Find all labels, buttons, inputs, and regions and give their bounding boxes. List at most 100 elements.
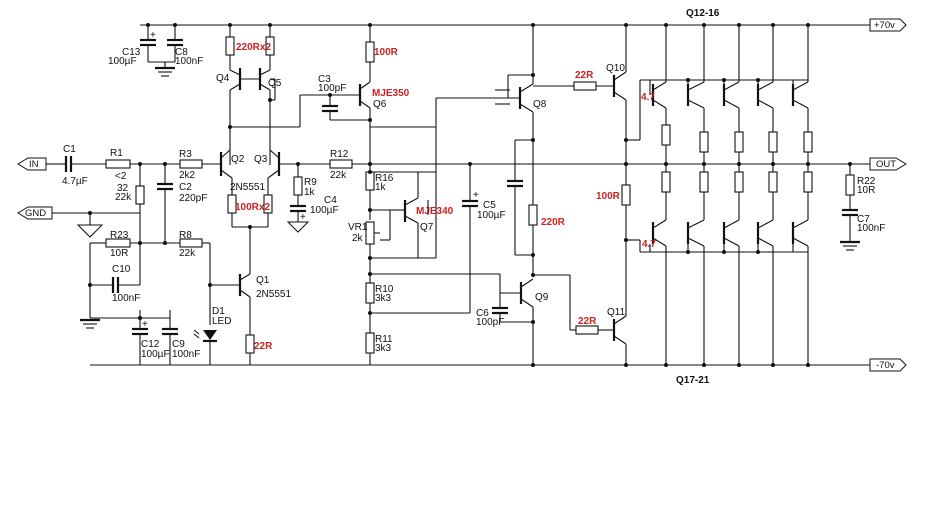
c8-label: C8 [175, 47, 188, 58]
r22-bot-label: 22R [578, 316, 597, 327]
c1-value: 4.7µF [62, 176, 88, 187]
r1-resistor: R1 <2 [105, 148, 180, 182]
ground-symbol-1 [76, 213, 104, 238]
output-stage-bottom [649, 164, 813, 365]
c9-capacitor: C9 100nF [162, 310, 200, 365]
q7-transistor: MJE340 Q7 [390, 172, 454, 258]
q9-transistor: Q9 [499, 274, 549, 365]
c4-capacitor: + C4 100µF [286, 195, 339, 233]
r16-label: R16 [375, 173, 394, 184]
r11-value: 3k3 [375, 343, 392, 354]
q6-part: MJE350 [372, 88, 410, 99]
r47-bot-label: 4.7 [642, 239, 656, 250]
r22-zobel-resistor: R22 10R [845, 174, 876, 210]
r3-label: R3 [179, 149, 192, 160]
r22-label: R22 [857, 176, 876, 187]
r3-resistor: R3 2k2 [179, 149, 219, 181]
c2-label: C2 [179, 182, 192, 193]
r23-label: R23 [110, 230, 129, 241]
input-port-label: IN [29, 159, 39, 170]
q7-label: Q7 [420, 222, 434, 233]
vr1-label: VR1 [348, 222, 368, 233]
q4-transistor: Q4 [216, 68, 242, 165]
r-100r-top-label: 100R [374, 47, 399, 58]
c6-capacitor: C6 100pF [476, 293, 533, 328]
c7-capacitor: C7 100nF [840, 208, 885, 251]
r-q45-label: 220Rx2 [236, 42, 271, 53]
r-100r-mid-resistor: 100R [596, 184, 631, 290]
q19-transistor [722, 164, 744, 365]
r-q5-resistor [265, 25, 275, 70]
svg-text:+: + [142, 319, 148, 330]
c6-value: 100pF [476, 317, 504, 328]
q10-label: Q10 [606, 63, 625, 74]
c7-value: 100nF [857, 223, 885, 234]
ground-symbol-3 [155, 62, 175, 77]
r8-resistor: R8 22k [179, 230, 210, 259]
r11-label: R11 [375, 334, 393, 345]
q14-transistor [722, 25, 744, 164]
r32-value: 22k [115, 192, 132, 203]
r10-resistor: R10 3k3 [365, 282, 394, 304]
r9-label: R9 [304, 177, 317, 188]
r9-value: 1k [304, 187, 316, 198]
group-top-label: Q12-16 [686, 8, 720, 19]
r11-resistor: R11 3k3 [365, 332, 393, 365]
ground-port: GND [17, 206, 140, 220]
d1-label: D1 [212, 306, 225, 317]
q21-transistor [791, 164, 813, 365]
r23-resistor: R23 10R [90, 230, 180, 259]
group-bottom-label: Q17-21 [676, 375, 710, 386]
r9-resistor: R9 1k [293, 164, 317, 205]
r10-value: 3k3 [375, 293, 392, 304]
c4-label: C4 [324, 195, 337, 206]
r47-top-label: 4.7 [641, 92, 655, 103]
r8-value: 22k [179, 248, 196, 259]
q3-transistor: Q3 [254, 149, 330, 227]
input-port: IN [17, 157, 62, 171]
c10-label: C10 [112, 264, 131, 275]
q20-transistor [756, 164, 778, 365]
r-100rx2-resistors: 100Rx2 [227, 194, 273, 214]
r-220r-resistor: 220R [528, 204, 566, 275]
c3-value: 100pF [318, 83, 346, 94]
c12-value: 100µF [141, 349, 170, 360]
r-100rx2-label: 100Rx2 [235, 202, 270, 213]
q1-transistor: Q1 2N5551 [238, 225, 291, 335]
c8-capacitor: C8 100nF [167, 25, 203, 67]
c13-value: 100µF [108, 56, 137, 67]
q2-label: Q2 [231, 154, 245, 165]
c13-capacitor: + C13 100µF [108, 25, 156, 67]
q11-label: Q11 [607, 307, 626, 318]
c9-value: 100nF [172, 349, 200, 360]
q7-part: MJE340 [416, 206, 454, 217]
q13-transistor [686, 25, 709, 164]
q23-part: 2N5551 [230, 182, 265, 193]
q12-transistor [649, 25, 671, 164]
c7-label: C7 [857, 214, 870, 225]
q4-label: Q4 [216, 73, 230, 84]
ground-symbol-2 [80, 318, 100, 329]
q8-label: Q8 [533, 99, 547, 110]
r22-value: 10R [857, 185, 875, 196]
c12-label: C12 [141, 339, 160, 350]
output-port: OUT [540, 157, 907, 175]
positive-rail: +70v [140, 18, 907, 32]
q3-label: Q3 [254, 154, 268, 165]
c5-label: C5 [483, 200, 496, 211]
r22-bot-resistor: 22R [570, 316, 614, 335]
d1-value: LED [212, 316, 231, 327]
q11-transistor: Q11 [607, 290, 627, 365]
q1-part: 2N5551 [256, 289, 291, 300]
r22-q1-label: 22R [254, 341, 273, 352]
r32-resistor: 32 22k [115, 164, 145, 243]
r-220r-label: 220R [541, 217, 566, 228]
q8-transistor: Q8 [518, 25, 547, 140]
q6-label: Q6 [373, 99, 387, 110]
q18-transistor [686, 164, 709, 365]
r8-label: R8 [179, 230, 192, 241]
output-port-label: OUT [876, 159, 896, 170]
vr1-potentiometer: VR1 2k [348, 221, 390, 245]
c1-label: C1 [63, 144, 76, 155]
